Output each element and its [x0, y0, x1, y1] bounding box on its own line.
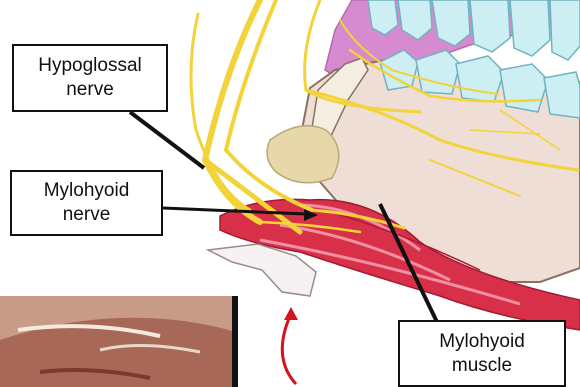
mylohyoid-nerve-label-line1: Mylohyoid: [44, 179, 130, 203]
dissection-photo: [0, 296, 238, 387]
mylohyoid-nerve-label: Mylohyoid nerve: [10, 170, 163, 236]
mylohyoid-nerve-label-line2: nerve: [63, 203, 111, 227]
mylohyoid-muscle-label-line1: Mylohyoid: [439, 330, 525, 354]
hypoglossal-label-line1: Hypoglossal: [38, 54, 142, 78]
mylohyoid-muscle-label: Mylohyoid muscle: [398, 320, 566, 387]
red-arrow: [282, 316, 296, 384]
red-arrow-head: [284, 307, 298, 320]
hypoglossal-label-line2: nerve: [66, 78, 114, 102]
hypoglossal-nerve-label: Hypoglossal nerve: [12, 44, 168, 112]
gland: [267, 126, 339, 183]
mylohyoid-muscle-label-line2: muscle: [452, 354, 512, 378]
